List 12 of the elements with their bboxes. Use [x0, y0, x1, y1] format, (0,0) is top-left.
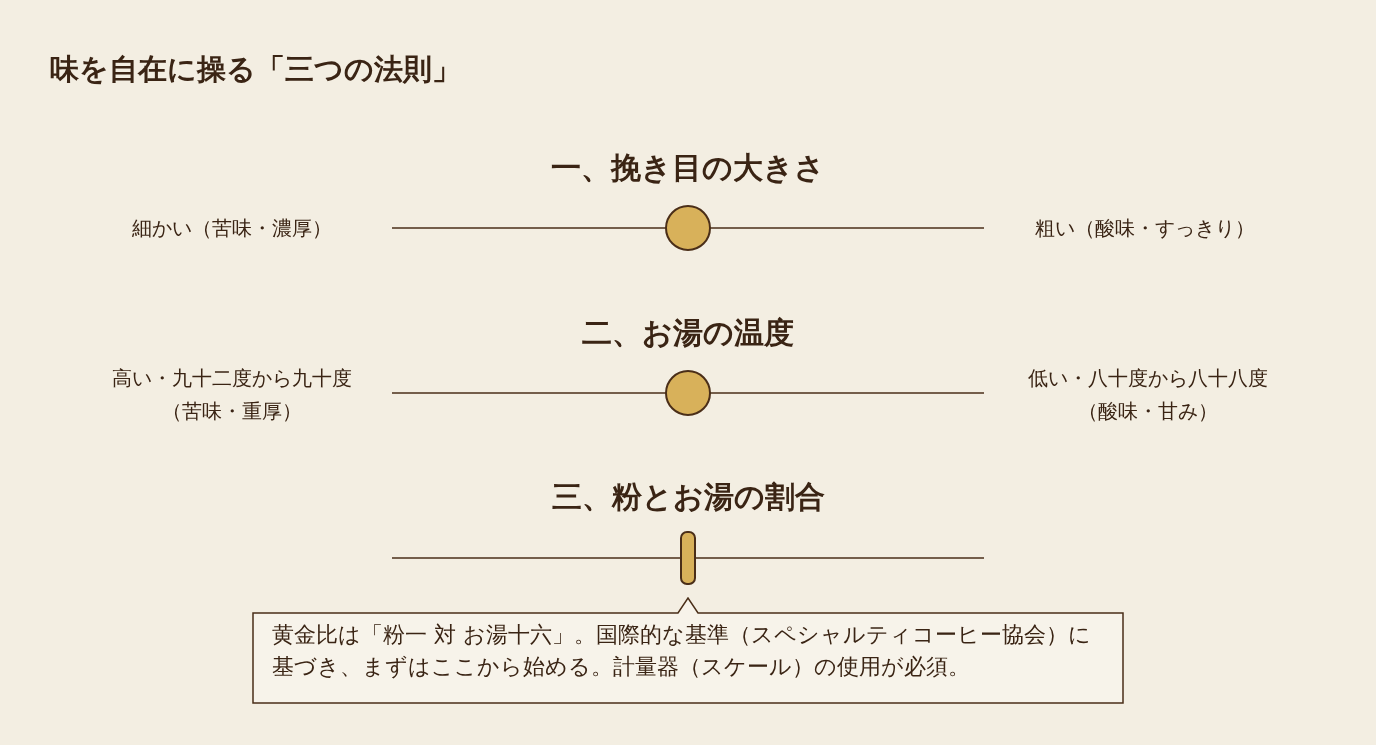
scale-end-label: 低い・八十度から八十八度	[1028, 364, 1268, 392]
scale-end-label: （酸味・甘み）	[1078, 397, 1218, 425]
callout-text: 黄金比は「粉一 対 お湯十六」。国際的な基準（スペシャルティコーヒー協会）に基づき、まずはここから始める。計量器（スケール）の使用が必須。	[272, 621, 1092, 681]
section-heading: 一、挽き目の大きさ	[551, 148, 825, 187]
scale-end-label: 細かい（苦味・濃厚）	[132, 214, 332, 242]
scale-end-label: 粗い（酸味・すっきり）	[1035, 214, 1255, 242]
scale-end-label: （苦味・重厚）	[162, 397, 302, 425]
page-title: 味を自在に操る「三つの法則」	[50, 51, 461, 88]
section-heading: 二、お湯の温度	[582, 313, 794, 352]
scale-end-label: 高い・九十二度から九十度	[112, 364, 352, 392]
callout-box	[252, 597, 1124, 704]
section-heading: 三、粉とお湯の割合	[551, 477, 825, 516]
